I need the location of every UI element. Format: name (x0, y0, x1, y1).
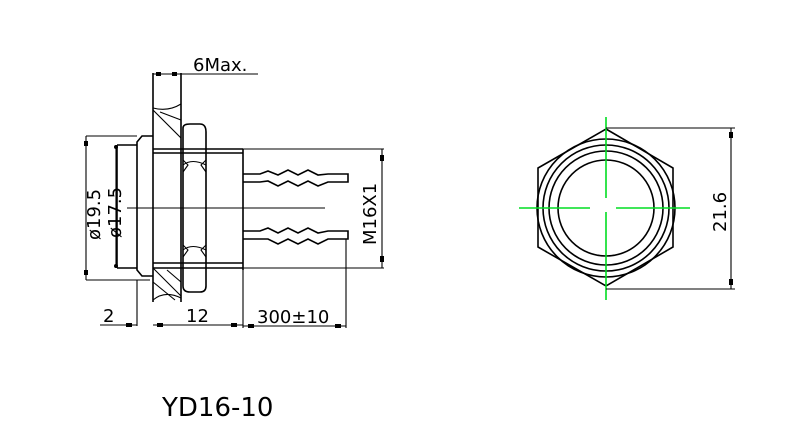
dim-19-5-label: ø19.5 (84, 189, 105, 240)
panel-section (152, 73, 182, 302)
dim-inner-diameter: ø17.5 (105, 145, 126, 268)
dim-2-label: 2 (103, 306, 114, 327)
dim-21-6-label: 21.6 (710, 192, 731, 232)
dim-hex: 21.6 (606, 127, 735, 290)
side-view: 6Max. ø19.5 ø17.5 M16X1 (84, 55, 384, 328)
dim-thread: M16X1 (243, 148, 384, 269)
wire-leads (243, 169, 349, 245)
front-view: 21.6 (519, 117, 735, 300)
model-title: YD16-10 (161, 393, 273, 423)
threaded-body (153, 148, 244, 270)
dim-17-5-label: ø17.5 (105, 187, 126, 238)
dim-outer-diameter: ø19.5 (84, 135, 150, 281)
dim-300-label: 300±10 (257, 307, 329, 328)
dim-6max: 6Max. (153, 55, 258, 76)
dim-m16x1-label: M16X1 (360, 183, 381, 245)
bezel (116, 135, 153, 277)
dim-12-label: 12 (186, 306, 209, 327)
dim-6max-label: 6Max. (193, 55, 247, 76)
hex-nut (182, 123, 207, 293)
centerlines (519, 117, 690, 300)
dim-bottom: 2 12 300±10 (100, 239, 347, 328)
